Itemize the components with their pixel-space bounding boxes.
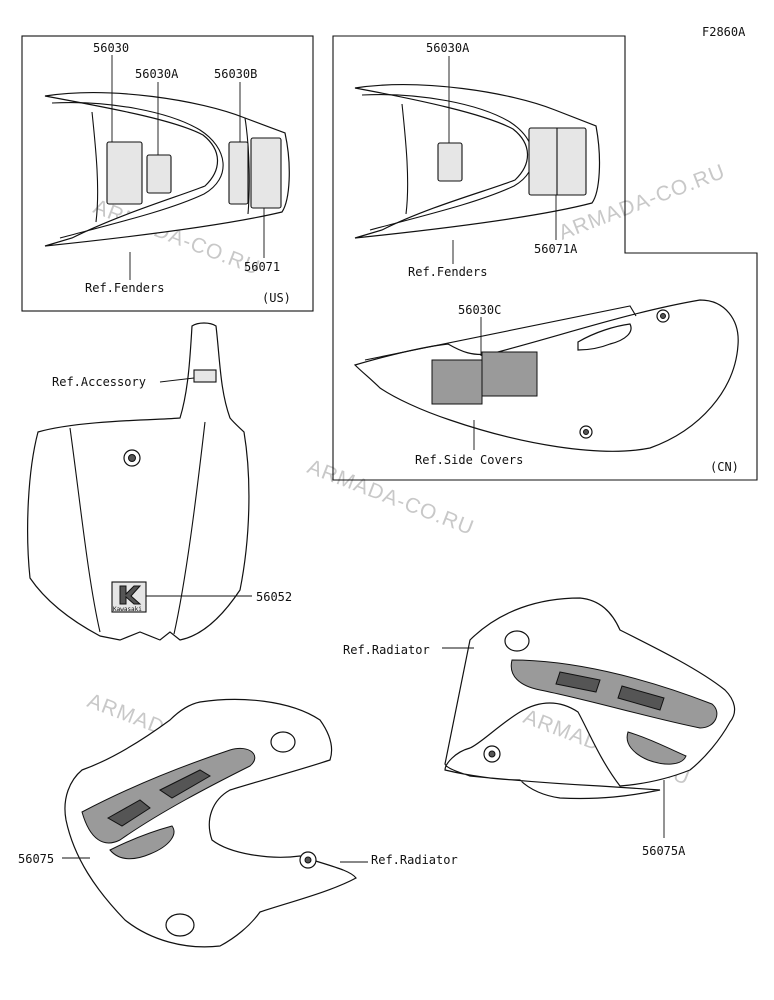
cn-label-56071A: 56071A xyxy=(534,242,578,256)
radiator-shroud-right: Ref.Radiator 56075A xyxy=(343,597,736,858)
us-label-56030A: 56030A xyxy=(135,67,179,81)
cn-label-56030C: 56030C xyxy=(458,303,501,317)
us-label-56030B: 56030B xyxy=(214,67,257,81)
us-decal-56030A xyxy=(146,154,172,194)
cn-box-frame xyxy=(332,35,758,481)
cn-decal-56030C-b xyxy=(481,351,538,397)
cn-label-ref-side-covers: Ref.Side Covers xyxy=(415,453,523,467)
ref-accessory-part xyxy=(193,369,217,383)
label-ref-radiator-left: Ref.Radiator xyxy=(371,853,458,867)
watermark-3: ARMADA-CO.RU xyxy=(304,455,477,540)
cn-decal-56030C-a xyxy=(431,359,483,405)
us-rear-fender xyxy=(44,92,290,247)
cn-label-ref-fenders: Ref.Fenders xyxy=(408,265,487,279)
label-ref-radiator-right: Ref.Radiator xyxy=(343,643,430,657)
cn-box: 56030A 56071A Ref.Fenders 56030C Ref.Sid… xyxy=(332,35,758,481)
label-56075: 56075 xyxy=(18,852,54,866)
us-box-frame xyxy=(21,35,314,312)
cn-region-label: (CN) xyxy=(710,460,739,474)
us-label-56030: 56030 xyxy=(93,41,129,55)
cn-decal-56030A xyxy=(437,142,463,182)
us-region-label: (US) xyxy=(262,291,291,305)
label-ref-accessory: Ref.Accessory xyxy=(52,375,146,389)
us-label-56071: 56071 xyxy=(244,260,280,274)
cn-label-56030A: 56030A xyxy=(426,41,470,55)
kawasaki-logo-text: Kawasaki xyxy=(113,606,142,613)
front-number-plate: Kawasaki Ref.Accessory 56052 xyxy=(27,322,292,641)
us-decal-56030 xyxy=(106,141,143,205)
us-label-ref-fenders: Ref.Fenders xyxy=(85,281,164,295)
figure-code: F2860A xyxy=(702,25,746,39)
us-decal-56071 xyxy=(250,137,282,209)
cn-side-cover xyxy=(353,299,739,452)
radiator-shroud-left: 56075 Ref.Radiator xyxy=(18,698,458,948)
label-56075A: 56075A xyxy=(642,844,686,858)
us-decal-56030B xyxy=(228,141,249,205)
us-fender-box: 56030 56030A 56030B 56071 Ref.Fenders (U… xyxy=(21,35,314,312)
label-56052: 56052 xyxy=(256,590,292,604)
